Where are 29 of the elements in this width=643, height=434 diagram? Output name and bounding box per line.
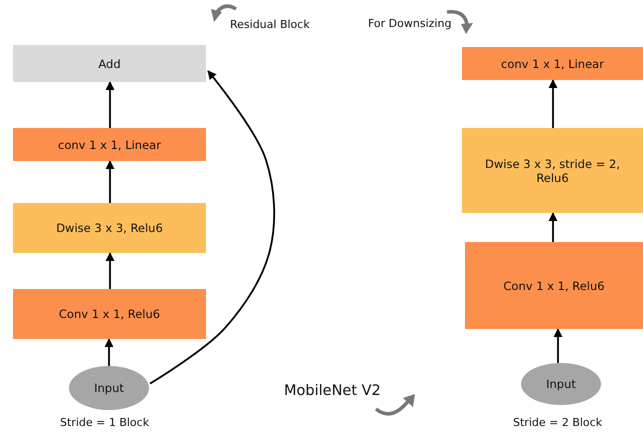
node-text: Dwise 3 x 3, stride = 2, Relu6 — [484, 156, 621, 184]
curved-arrow — [150, 70, 276, 384]
node-text: conv 1 x 1, Linear — [500, 56, 605, 70]
process-box — [13, 128, 206, 161]
process-box — [462, 128, 643, 213]
annotation-text: For Downsizing — [368, 17, 452, 30]
arrow — [106, 252, 114, 289]
arrow — [548, 212, 558, 242]
annotation-text: MobileNet V2 — [284, 383, 381, 399]
process-box — [13, 45, 206, 82]
process-box — [462, 47, 643, 80]
node-text: Conv 1 x 1, Relu6 — [58, 307, 162, 321]
node-text: conv 1 x 1, Linear — [57, 138, 162, 152]
annotation-text: Residual Block — [230, 18, 310, 31]
node-text: Conv 1 x 1, Relu6 — [502, 278, 606, 292]
caption-text: Stride = 2 Block — [513, 416, 602, 429]
arrow — [106, 160, 114, 203]
node-text: Dwise 3 x 3, Relu6 — [55, 221, 164, 235]
arrow — [104, 338, 114, 366]
caption-text: Stride = 1 Block — [60, 416, 150, 429]
process-box — [465, 242, 643, 329]
arrow — [548, 79, 558, 128]
arrow — [554, 328, 562, 363]
node-text: Input — [545, 377, 577, 391]
arrow — [106, 81, 114, 128]
process-box — [13, 289, 206, 339]
node-text: Add — [97, 56, 122, 70]
process-box — [13, 203, 206, 253]
node-text: Input — [93, 381, 125, 395]
